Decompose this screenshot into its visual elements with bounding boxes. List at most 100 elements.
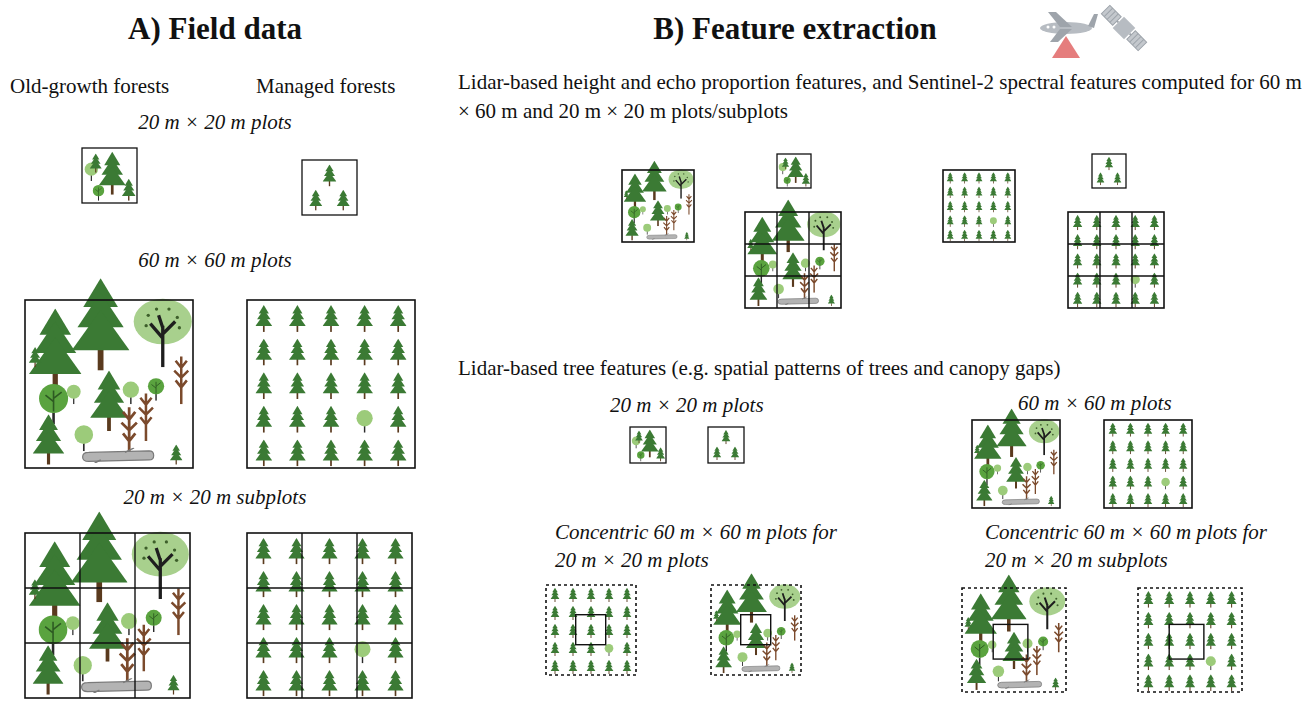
tree-symbol [1111, 234, 1121, 249]
tree-symbol [1004, 172, 1011, 184]
plot-outline [711, 585, 801, 675]
tree-symbol [83, 448, 154, 463]
tree-symbol [139, 394, 153, 442]
tree-symbol [255, 305, 272, 332]
plot-outline [1104, 420, 1192, 508]
subplot-grid [356, 533, 357, 698]
tree-symbol [587, 588, 596, 602]
tree-symbol [1105, 157, 1114, 171]
tree-symbol [635, 431, 643, 444]
tree-symbol [967, 659, 987, 690]
forest-plot [302, 160, 357, 215]
tree-symbol [975, 230, 982, 242]
forest-plot [1092, 154, 1126, 188]
tree-symbol [753, 260, 770, 283]
tree-symbol [551, 624, 560, 638]
tree-symbol [1185, 591, 1195, 608]
subplot-grid [134, 533, 135, 698]
tree-symbol [66, 616, 80, 635]
tree-symbol [1179, 475, 1188, 489]
tree-symbol [255, 406, 272, 433]
tree-symbol [323, 305, 340, 332]
tree-symbol [769, 260, 777, 271]
tree-symbol [749, 277, 767, 306]
tree-symbol [791, 615, 799, 641]
tree-symbol [961, 187, 968, 199]
column-heading: Managed forests [256, 74, 395, 99]
tree-symbol [991, 574, 1027, 631]
tree-symbol [1185, 674, 1195, 691]
subplot-grid [1068, 243, 1164, 244]
tree-symbol [964, 593, 997, 645]
tree-symbol [964, 617, 972, 629]
plot-size-label: 60 m × 60 m plots [1018, 391, 1172, 416]
tree-symbol [713, 610, 720, 621]
airplane-icon [1040, 12, 1098, 58]
forest-plot [972, 409, 1060, 508]
plot-outline [777, 154, 811, 188]
plot-outline [546, 585, 636, 675]
subplot-grid [745, 275, 841, 276]
tree-symbol [390, 339, 407, 366]
tree-symbol [137, 625, 151, 672]
tree-symbol [974, 424, 1002, 468]
tree-symbol [947, 230, 954, 242]
plot-outline [247, 533, 412, 698]
tree-symbol [647, 233, 677, 239]
tree-symbol [387, 604, 404, 630]
tree-symbol [996, 409, 1026, 457]
tree-symbol [947, 187, 954, 199]
plot-size-label: Concentric 60 m × 60 m plots for 20 m × … [555, 518, 840, 574]
tree-symbol [961, 172, 968, 184]
tree-symbol [684, 232, 689, 241]
forest-plot [1138, 588, 1242, 692]
tree-symbol [82, 678, 152, 693]
forest-plot [82, 148, 137, 203]
tree-symbol [979, 464, 994, 485]
tree-symbol [551, 660, 560, 674]
plot-outline [745, 212, 841, 308]
tree-symbol [356, 339, 373, 366]
forest-plot [546, 585, 636, 675]
tree-symbol [1206, 591, 1216, 608]
tree-symbol [722, 430, 731, 444]
plot-outline [302, 160, 357, 215]
tree-symbol [587, 624, 596, 638]
tree-symbol [782, 157, 789, 169]
tree-symbol [1206, 656, 1216, 670]
subplot-grid [1099, 212, 1100, 308]
tree-symbol [1111, 253, 1121, 268]
tree-symbol [1073, 272, 1083, 287]
tree-symbol [1126, 458, 1135, 472]
tree-symbol [1108, 440, 1117, 454]
tree-symbol [772, 635, 780, 661]
tree-symbol [623, 606, 632, 620]
tree-symbol [975, 187, 982, 199]
panel-heading: B) Feature extraction [555, 10, 1035, 47]
plot-outline [708, 427, 744, 463]
tree-symbol [39, 384, 68, 424]
tree-symbol [321, 538, 338, 564]
tree-symbol [1073, 253, 1083, 268]
tree-symbol [1206, 612, 1216, 629]
tree-symbol [29, 541, 81, 624]
satellite-icon [1100, 4, 1148, 52]
tree-symbol [1033, 646, 1042, 675]
tree-symbol [1111, 215, 1121, 230]
tree-symbol [976, 480, 993, 506]
tree-symbol [640, 206, 646, 214]
tree-symbol [778, 296, 819, 305]
forest-plot [943, 170, 1015, 242]
tree-symbol [255, 604, 272, 630]
tree-symbol [975, 172, 982, 184]
tree-symbol [605, 660, 614, 674]
tree-symbol [1150, 272, 1160, 287]
tree-symbol [1126, 440, 1135, 454]
feature-description: Lidar-based tree features (e.g. spatial … [458, 356, 1060, 381]
plot-size-label: 20 m × 20 m subplots [0, 485, 430, 510]
tree-symbol [974, 445, 981, 456]
tree-symbol [289, 305, 306, 332]
tree-symbol [947, 172, 954, 184]
tree-symbol [990, 217, 997, 227]
tree-symbol [1113, 172, 1121, 185]
